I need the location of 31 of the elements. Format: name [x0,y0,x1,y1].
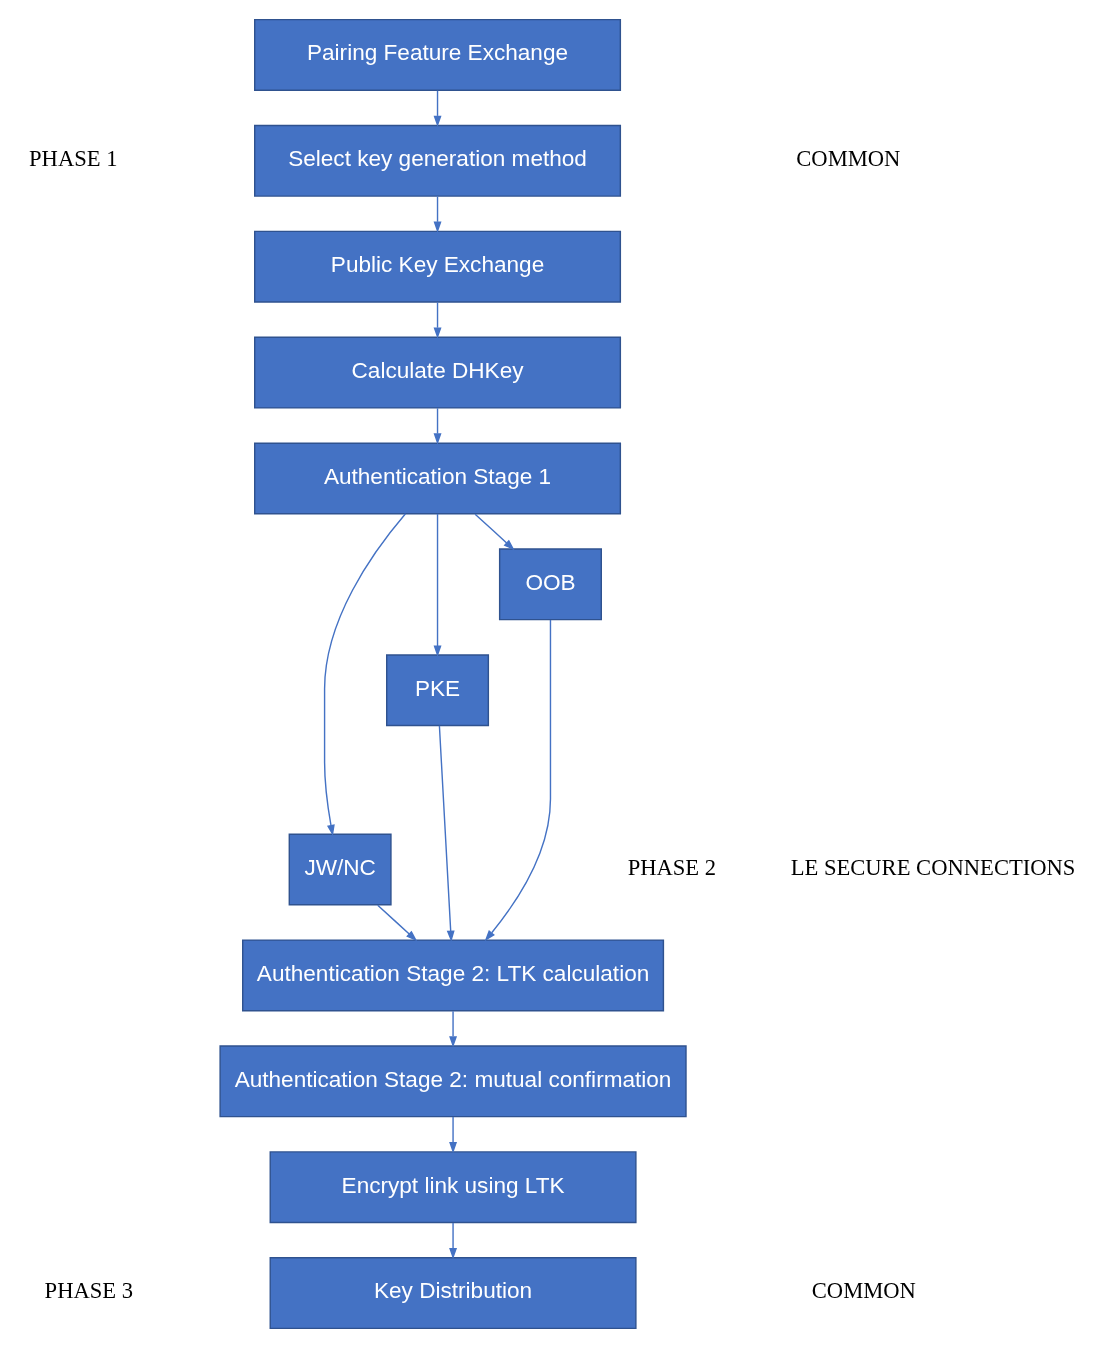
label: PHASE 1 [29,145,118,171]
node-box: Authentication Stage 1 [254,441,622,514]
node-box: PKE [386,653,490,726]
arrow [438,724,455,942]
arrow [433,407,442,445]
label: LE SECURE CONNECTIONS [790,854,1076,880]
label: PHASE 2 [627,854,717,880]
node-box: Public Key Exchange [254,230,622,303]
arrow [433,512,442,657]
node-box: Encrypt link using LTK [269,1150,637,1223]
node-box: OOB [498,547,602,620]
arrow [377,904,418,941]
node-box: Pairing Feature Exchange [254,18,622,91]
node-box: Authentication Stage 2: mutual confirmation [219,1044,687,1117]
arrow [484,618,552,941]
node-box: Calculate DHKey [254,336,622,409]
arrow [449,1221,457,1259]
label: COMMON [811,1277,916,1303]
arrow [449,1115,457,1153]
node-box: Authentication Stage 2: LTK calculation [242,938,665,1011]
arrow [433,301,442,339]
arrow [449,1009,457,1047]
arrow [474,513,515,550]
node-box: Select key generation method [254,124,622,197]
label: PHASE 3 [44,1277,134,1303]
arrow [433,89,442,127]
arrow [323,512,407,836]
label: COMMON [796,145,901,171]
node-box: Key Distribution [269,1256,637,1329]
node-box: JW/NC [288,833,392,906]
arrow [433,195,442,233]
